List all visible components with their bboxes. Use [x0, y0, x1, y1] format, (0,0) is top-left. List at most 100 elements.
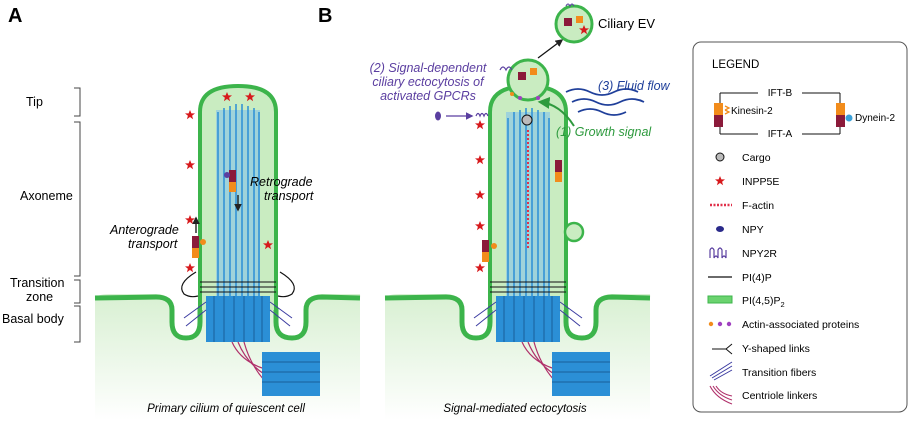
inpp5e-star-b-4 — [475, 221, 485, 231]
ift-train-b-2 — [482, 240, 497, 262]
membrane-a-left — [94, 294, 203, 341]
ift-b-orange-2 — [482, 252, 489, 262]
retrograde-label-1: Retrograde — [250, 175, 313, 189]
growth-signal-arrow — [537, 96, 575, 127]
dynein-icon — [845, 114, 853, 122]
axoneme-b — [506, 108, 550, 300]
npy2r-bud — [499, 66, 513, 72]
flow-wave-1 — [565, 88, 639, 96]
bracket-tip — [74, 87, 81, 117]
actin-dot-2 — [518, 96, 522, 100]
cargo-b — [521, 114, 533, 126]
inpp5e-star-b-1 — [475, 120, 485, 130]
cargo-icon — [715, 152, 725, 162]
legend-label-cargo: Cargo — [742, 152, 771, 164]
flow-wave-3 — [577, 108, 627, 116]
legend-label-pi45p2-main: PI(4,5)P — [742, 295, 781, 307]
region-labels-a: Tip Axoneme Transition zone Basal body — [2, 87, 81, 343]
bud-cargo-2 — [530, 68, 537, 75]
actin-dot-purple-icon-2 — [726, 321, 732, 327]
transition-zone-b — [490, 281, 566, 293]
actin-dot-3 — [536, 96, 540, 100]
kinesin-b-1 — [491, 243, 497, 249]
npy2r-membrane — [475, 112, 489, 118]
actin-dot-1 — [510, 92, 514, 96]
y-link-a-right — [277, 271, 295, 298]
signal-text-3: activated GPCRs — [380, 89, 476, 103]
bracket-axoneme — [74, 121, 81, 277]
bracket-transition — [74, 279, 81, 304]
anterograde-label-1: Anterograde — [109, 223, 179, 237]
daughter-centriole-b — [552, 352, 610, 396]
axoneme-a — [216, 104, 260, 300]
inpp5e-star-a-1 — [185, 110, 195, 120]
daughter-centriole-a-body — [262, 352, 320, 396]
legend-label-pi45p2: PI(4,5)P2 — [742, 295, 785, 309]
inpp5e-star-b-2 — [475, 155, 485, 165]
legend-label-actin: Actin-associated proteins — [742, 319, 859, 331]
y-link-icon — [712, 343, 733, 355]
ev-receptor — [565, 3, 575, 8]
inpp5e-star-b-5 — [475, 263, 485, 273]
basal-body-b-rect — [496, 296, 560, 342]
ift-a-orange-1 — [229, 182, 236, 192]
legend-label-transition-fibers: Transition fibers — [742, 367, 816, 379]
ift-b-maroon-2 — [482, 240, 489, 252]
npy-icon — [716, 226, 724, 232]
legend-title: LEGEND — [712, 59, 759, 71]
region-transition-2: zone — [26, 290, 53, 304]
panel-b-caption: Signal-mediated ectocytosis — [443, 403, 586, 415]
ift-train-retrograde-a — [224, 170, 236, 192]
legend-ift-orange-left — [714, 103, 723, 115]
transition-fibers-icon — [709, 361, 733, 381]
ift-train-anterograde-a — [192, 236, 206, 258]
legend-ift-maroon-left — [714, 115, 723, 127]
inpp5e-star-a-6 — [185, 263, 195, 273]
centriole-linkers-a — [231, 341, 265, 381]
daughter-centriole-a — [262, 352, 320, 396]
ift-a-maroon-1 — [229, 170, 236, 182]
npy-ligand — [435, 111, 441, 121]
actin-dot-orange-icon — [708, 321, 714, 327]
legend-label-factin: F-actin — [742, 200, 774, 212]
ift-b-orange-1 — [555, 172, 562, 182]
ift-train-b-1 — [555, 160, 562, 182]
ift-a-label: IFT-A — [768, 129, 793, 140]
ift-a-maroon-2 — [192, 236, 199, 248]
basal-body-b — [473, 296, 583, 381]
fluid-flow-label: (3) Fluid flow — [598, 79, 671, 93]
npy2r-icon — [709, 247, 727, 259]
panel-a-letter: A — [8, 5, 22, 27]
membrane-b-left — [384, 294, 493, 341]
ciliary-ev-body — [554, 4, 594, 44]
panel-b-letter: B — [318, 5, 332, 27]
legend-ift-maroon-right — [836, 115, 845, 127]
region-basal-body: Basal body — [2, 312, 65, 326]
region-tip: Tip — [26, 95, 43, 109]
anterograde-label-2: transport — [128, 237, 178, 251]
ciliary-ev — [554, 3, 594, 44]
inpp5e-star-b-3 — [475, 190, 485, 200]
legend-label-pi4p: PI(4)P — [742, 272, 772, 284]
fluid-flow-waves — [565, 88, 645, 116]
region-axoneme: Axoneme — [20, 189, 73, 203]
membrane-bulge-b — [563, 221, 585, 243]
ift-a-orange-2 — [192, 248, 199, 258]
transition-fibers-b — [473, 301, 583, 327]
signal-text-1: (2) Signal-dependent — [370, 61, 487, 75]
kinesin-icon — [724, 105, 731, 115]
retrograde-label-2: transport — [264, 189, 314, 203]
budding-vesicle-body — [506, 58, 550, 102]
flow-wave-2 — [571, 98, 645, 106]
growth-signal-label: (1) Growth signal — [556, 125, 652, 139]
kinesin-label: Kinesin-2 — [731, 106, 773, 117]
ift-b-label: IFT-B — [768, 88, 793, 99]
pi45p2-icon — [707, 295, 733, 304]
legend-label-inpp5e: INPP5E — [742, 176, 779, 188]
y-link-a-left — [181, 271, 199, 298]
inpp5e-star-a-5 — [185, 215, 195, 225]
legend-label-y-link: Y-shaped links — [742, 343, 810, 355]
dynein-label: Dynein-2 — [855, 113, 895, 124]
legend-ift-orange-right — [836, 103, 845, 115]
